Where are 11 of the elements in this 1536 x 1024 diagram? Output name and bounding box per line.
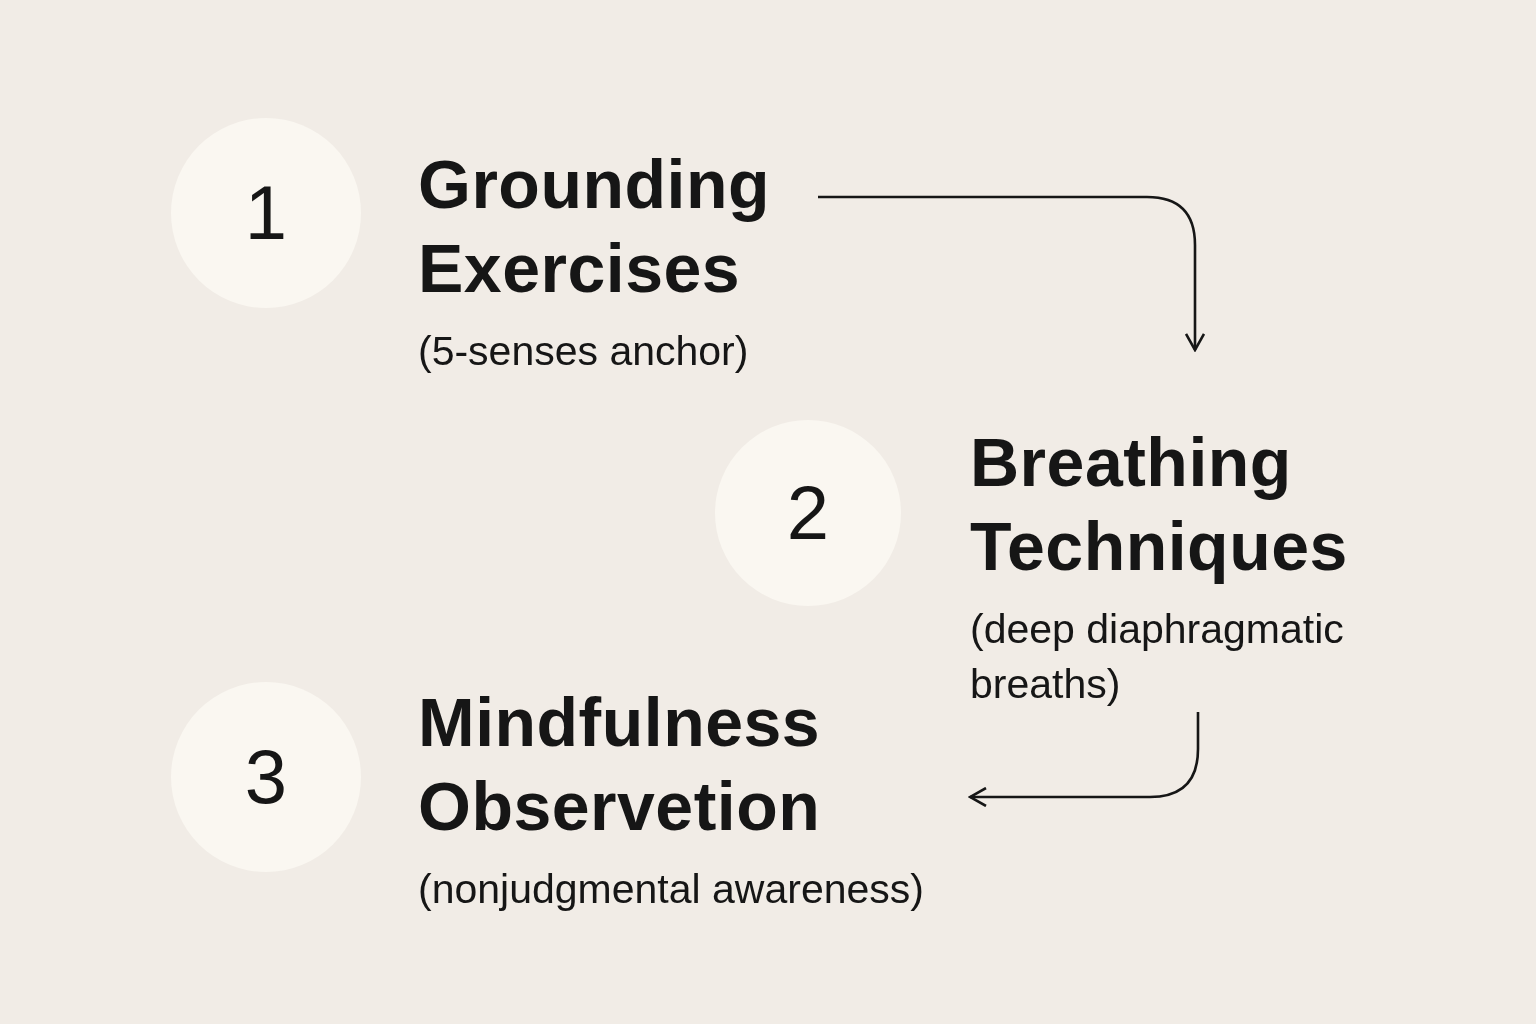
step-title: Grounding Exercises	[418, 145, 771, 308]
step-number-circle: 3	[171, 682, 361, 872]
step-title: Mindfulness Observetion	[418, 683, 822, 846]
step-description: (nonjudgmental awareness)	[418, 865, 925, 914]
step-description: (deep diaphragmatic breaths)	[970, 605, 1345, 709]
curved-arrow	[968, 712, 1200, 808]
step-number-circle: 1	[171, 118, 361, 308]
step-description: (5-senses anchor)	[418, 327, 750, 376]
step-title: Breathing Techniques	[970, 423, 1349, 586]
step-number-circle: 2	[715, 420, 901, 606]
curved-arrow	[818, 195, 1206, 352]
